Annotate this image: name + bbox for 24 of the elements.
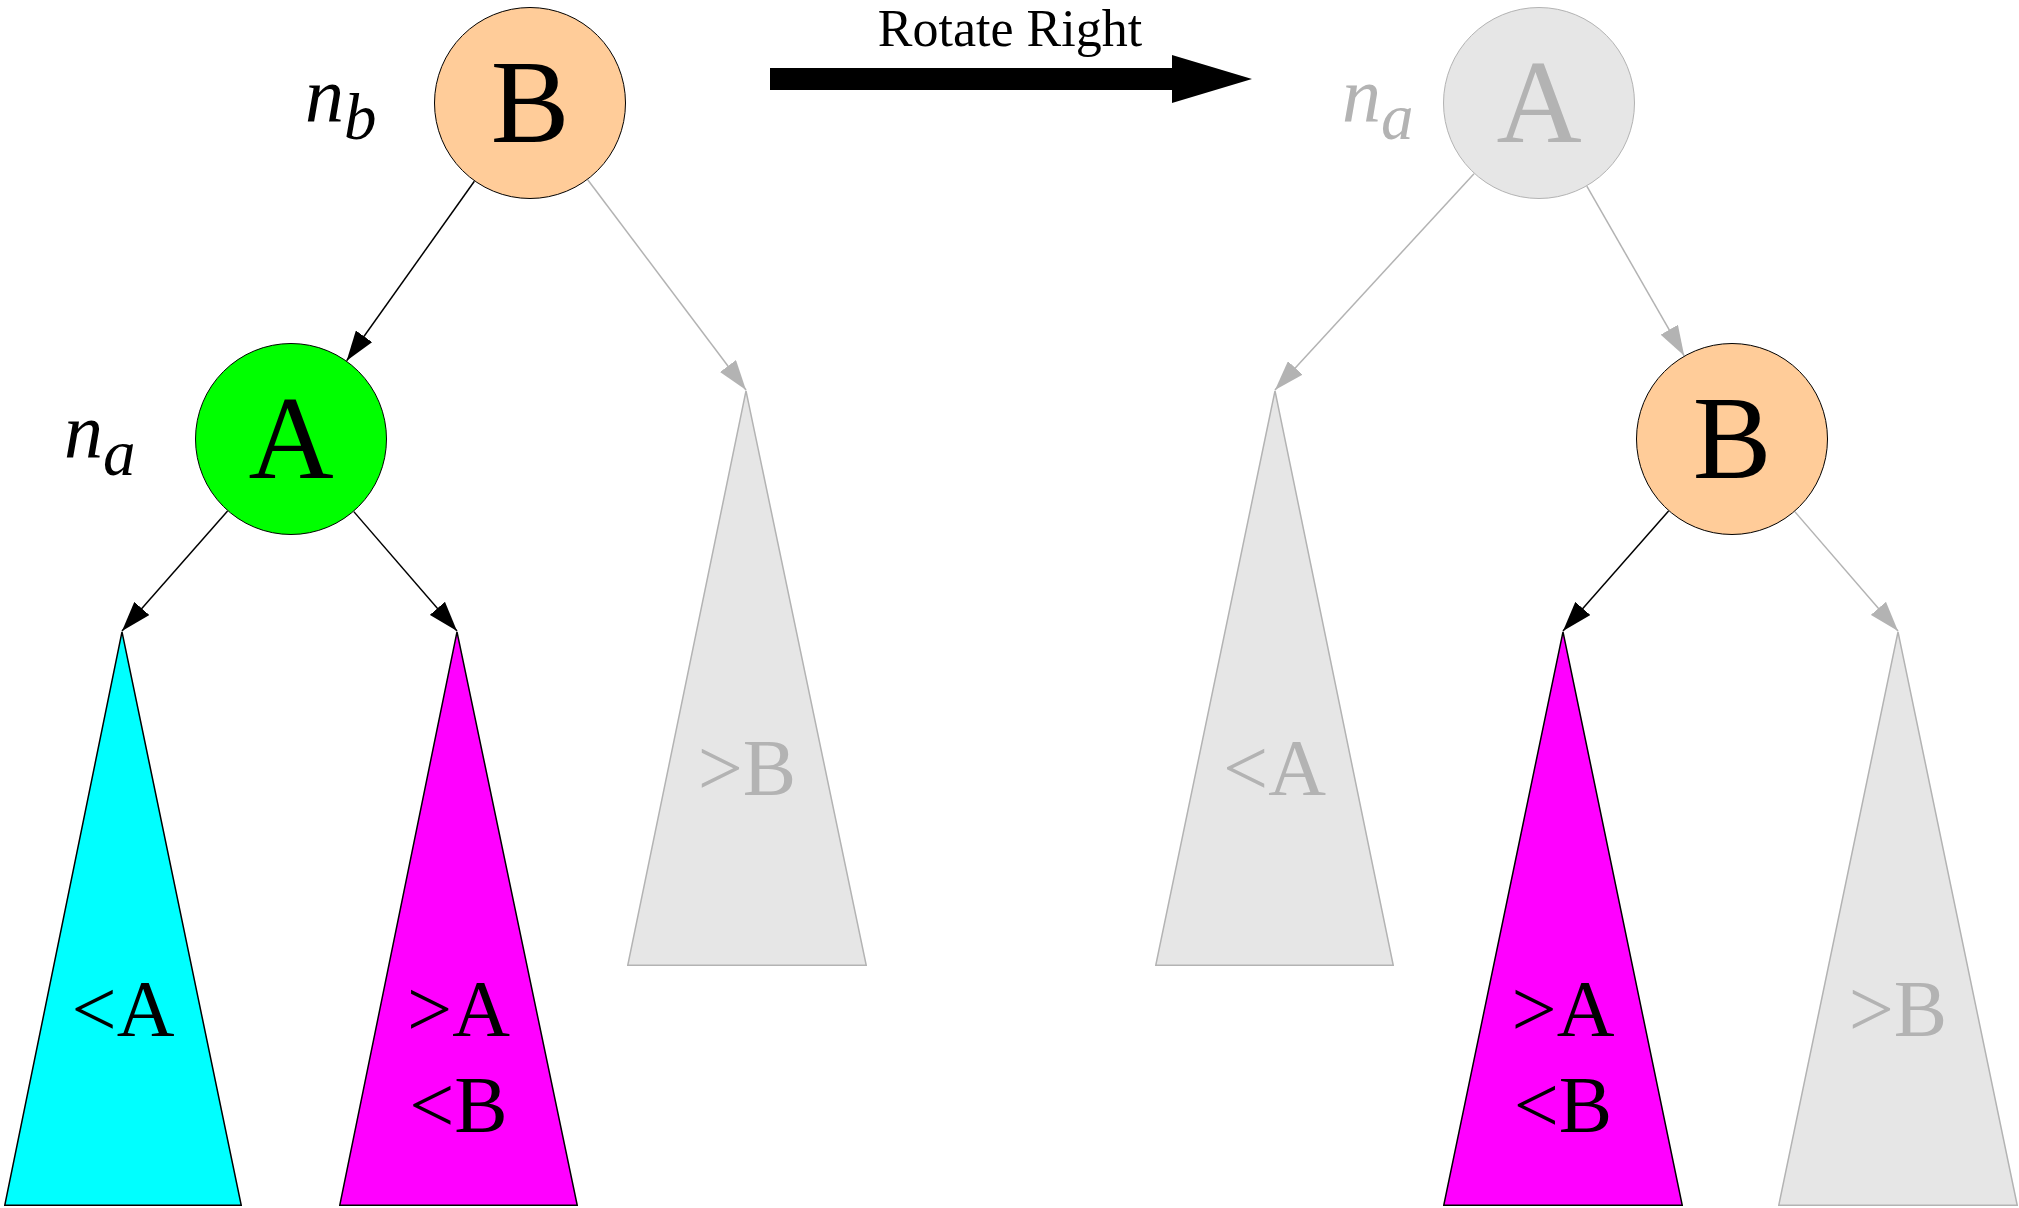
subtree-triangle bbox=[1778, 631, 2018, 1206]
arrow bbox=[1794, 510, 1899, 632]
node-variable-label: n$_{a}$ bbox=[1342, 56, 1414, 150]
arrow bbox=[121, 510, 229, 632]
arrow bbox=[1586, 185, 1685, 357]
subtree-label: <A bbox=[70, 964, 176, 1055]
node-variable-label: n$_{a}$ bbox=[64, 392, 136, 486]
subtree-triangle bbox=[1443, 631, 1683, 1206]
subtree-label: >A <B bbox=[1510, 964, 1616, 1151]
subtree-triangle bbox=[1155, 390, 1394, 966]
node-letter: B bbox=[490, 44, 570, 162]
arrow bbox=[345, 180, 476, 362]
arrow bbox=[1274, 172, 1475, 391]
arrow bbox=[353, 510, 458, 632]
arrow bbox=[587, 178, 747, 391]
arrow-label: Rotate Right bbox=[876, 0, 1144, 58]
node-letter: A bbox=[248, 380, 334, 498]
subtree-label: >A <B bbox=[406, 964, 511, 1151]
subtree-triangle bbox=[627, 390, 867, 966]
arrow bbox=[1562, 510, 1670, 632]
node-variable-label: n$_{b}$ bbox=[305, 56, 377, 150]
subtree-triangle bbox=[4, 631, 242, 1206]
node-letter: B bbox=[1692, 380, 1772, 498]
subtree-triangle bbox=[339, 631, 578, 1206]
